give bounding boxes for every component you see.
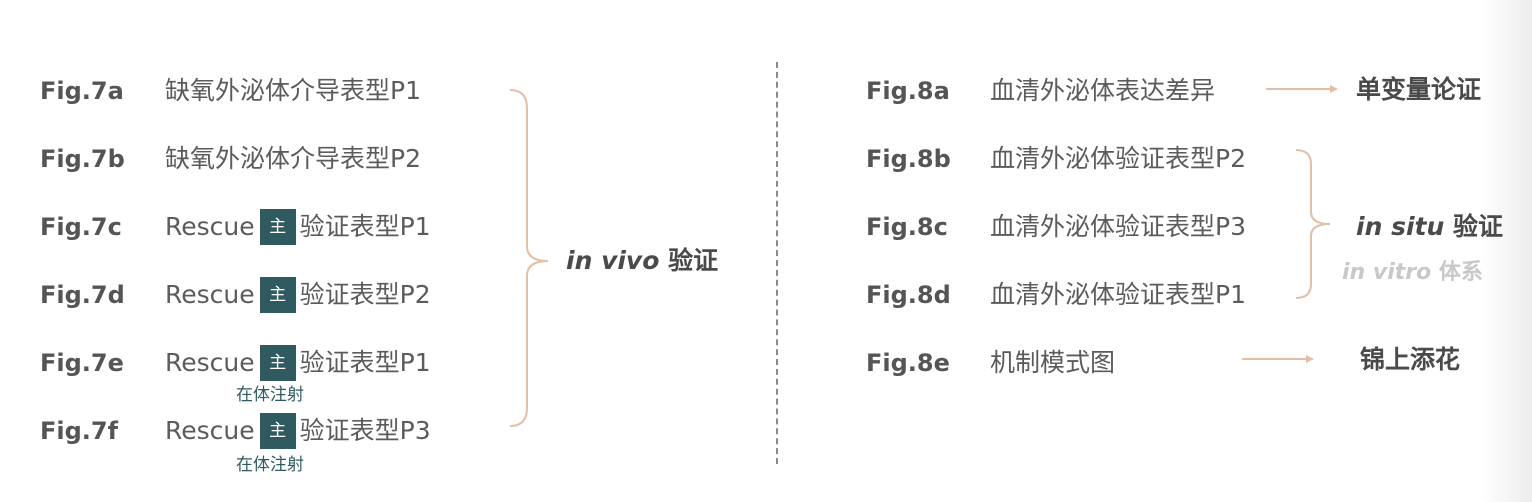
fig-7f-text: 验证表型P3 (299, 416, 431, 445)
fig-7a-description: 缺氧外泌体介导表型P1 (165, 74, 421, 108)
fig-8c-label: Fig.8c (866, 213, 948, 241)
in-vivo-conclusion: in vivo 验证 (566, 244, 718, 278)
fig-7f-label: Fig.7f (40, 417, 119, 445)
fig-7e-prefix: Rescue (165, 348, 255, 377)
fig-8d-label: Fig.8d (866, 281, 951, 309)
fig-8c-description: 血清外泌体验证表型P3 (990, 210, 1246, 244)
fig-7f-tag: 主 (259, 413, 296, 449)
fig-8a-text: 血清外泌体表达差异 (990, 76, 1216, 105)
fig-8e-arrow (1242, 355, 1314, 363)
fig-8e-label: Fig.8e (866, 349, 950, 377)
fig-7b-description: 缺氧外泌体介导表型P2 (165, 142, 421, 176)
in-vitro-text: 体系 (1438, 260, 1483, 285)
in-situ-bracket (1295, 149, 1331, 299)
fig-7d-label: Fig.7d (40, 281, 125, 309)
fig-7f-subnote: 在体注射 (236, 455, 304, 475)
univariate-conclusion: 单变量论证 (1356, 75, 1482, 104)
fig-7d-prefix: Rescue (165, 280, 255, 309)
fig-7c-description: Rescue 主 验证表型P1 (165, 209, 431, 245)
fig-7e-subnote: 在体注射 (236, 385, 304, 405)
fig-8d-text: 血清外泌体验证表型P1 (990, 280, 1246, 309)
in-vivo-bracket (509, 89, 549, 427)
fig-7e-tag: 主 (259, 345, 296, 381)
in-situ-conclusion: in situ 验证 (1356, 210, 1503, 244)
in-situ-italic: in situ (1356, 212, 1445, 241)
fig-7a-text: 缺氧外泌体介导表型P1 (165, 76, 421, 105)
fig-8a-description: 血清外泌体表达差异 (990, 74, 1215, 108)
in-vivo-text: 验证 (668, 246, 719, 275)
fig-7c-tag: 主 (259, 209, 296, 245)
fig-8b-label: Fig.8b (866, 145, 951, 173)
in-vivo-italic: in vivo (566, 246, 660, 275)
fig-7c-label: Fig.7c (40, 213, 122, 241)
fig-7f-prefix: Rescue (165, 416, 255, 445)
fig-7d-text: 验证表型P2 (299, 280, 431, 309)
fig-7e-label: Fig.7e (40, 349, 124, 377)
fig-7c-prefix: Rescue (165, 212, 255, 241)
fig-8c-text: 血清外泌体验证表型P3 (990, 212, 1246, 241)
fig-7b-label: Fig.7b (40, 145, 125, 173)
fig-7a-label: Fig.7a (40, 77, 124, 105)
in-situ-text: 验证 (1453, 212, 1504, 241)
fig-7e-description: Rescue 主 验证表型P1 (165, 345, 431, 381)
fig-8b-description: 血清外泌体验证表型P2 (990, 142, 1246, 176)
fig-8a-arrow (1266, 85, 1338, 93)
in-vitro-italic: in vitro (1342, 260, 1432, 285)
column-divider (776, 62, 778, 464)
icing-conclusion: 锦上添花 (1360, 345, 1461, 374)
fig-7b-text: 缺氧外泌体介导表型P2 (165, 144, 421, 173)
fig-8d-description: 血清外泌体验证表型P1 (990, 278, 1246, 312)
fig-7f-description: Rescue 主 验证表型P3 (165, 413, 431, 449)
fig-7c-text: 验证表型P1 (299, 212, 431, 241)
fig-7d-tag: 主 (259, 277, 296, 313)
fig-8e-text: 机制模式图 (990, 348, 1116, 377)
fig-7d-description: Rescue 主 验证表型P2 (165, 277, 431, 313)
in-vitro-conclusion: in vitro 体系 (1342, 256, 1483, 290)
fig-8e-description: 机制模式图 (990, 346, 1115, 380)
fig-8a-label: Fig.8a (866, 77, 950, 105)
fig-8b-text: 血清外泌体验证表型P2 (990, 144, 1246, 173)
fig-7e-text: 验证表型P1 (299, 348, 431, 377)
